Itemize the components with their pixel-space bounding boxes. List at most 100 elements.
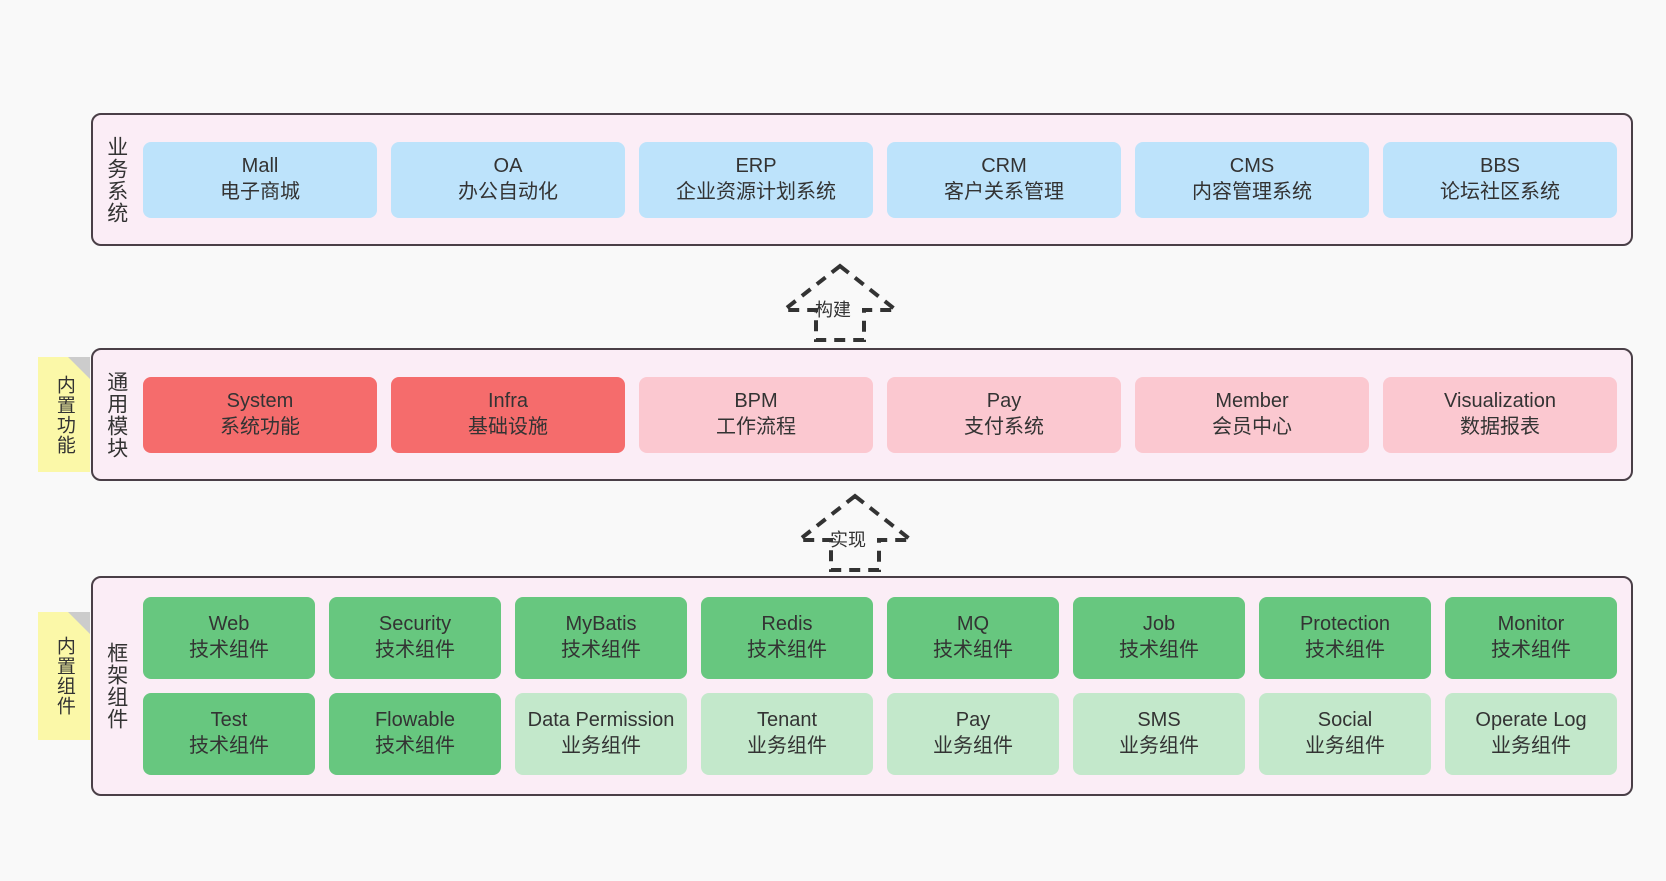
component-card-mq[interactable]: MQ 技术组件	[887, 597, 1059, 679]
component-card-title: Web	[208, 613, 250, 636]
module-card-title: BBS	[1479, 154, 1521, 177]
module-card-title: Infra	[487, 389, 529, 412]
module-card-cms[interactable]: CMS 内容管理系统	[1135, 141, 1369, 218]
module-card-subtitle: 工作流程	[716, 415, 796, 438]
module-card-subtitle: 会员中心	[1212, 415, 1292, 438]
layer-framework-component-title: 框架组件	[104, 642, 128, 730]
component-card-data-permission[interactable]: Data Permission 业务组件	[515, 693, 687, 775]
component-card-subtitle: 技术组件	[189, 735, 269, 757]
layer-framework-component-items: Web 技术组件 Security 技术组件 MyBatis 技术组件 Redi…	[139, 578, 1631, 794]
module-card-subtitle: 办公自动化	[458, 180, 558, 203]
component-card-subtitle: 技术组件	[189, 639, 269, 661]
module-card-visualization[interactable]: Visualization 数据报表	[1383, 376, 1617, 453]
component-card-title: MQ	[956, 613, 990, 636]
component-card-subtitle: 业务组件	[561, 735, 641, 757]
component-card-tenant[interactable]: Tenant 业务组件	[701, 693, 873, 775]
module-card-system[interactable]: System 系统功能	[143, 376, 377, 453]
module-card-subtitle: 数据报表	[1460, 415, 1540, 438]
component-card-title: Test	[210, 709, 248, 732]
module-card-crm[interactable]: CRM 客户关系管理	[887, 141, 1121, 218]
component-card-job[interactable]: Job 技术组件	[1073, 597, 1245, 679]
generalization-arrow-icon	[778, 263, 902, 342]
module-card-bbs[interactable]: BBS 论坛社区系统	[1383, 141, 1617, 218]
module-card-title: OA	[493, 154, 523, 177]
component-card-social[interactable]: Social 业务组件	[1259, 693, 1431, 775]
component-card-test[interactable]: Test 技术组件	[143, 693, 315, 775]
module-card-title: Mall	[241, 154, 279, 177]
module-card-member[interactable]: Member 会员中心	[1135, 376, 1369, 453]
layer-business-system-items: Mall 电子商城 OA 办公自动化 ERP 企业资源计划系统 CRM 客户关系…	[139, 115, 1631, 244]
component-card-protection[interactable]: Protection 技术组件	[1259, 597, 1431, 679]
layer-business-system-title: 业务系统	[104, 135, 128, 224]
component-card-title: MyBatis	[565, 613, 637, 636]
component-card-title: Flowable	[374, 709, 456, 732]
sticky-note-builtin-function: 内置功能	[38, 357, 90, 472]
layer-common-module-title: 通用模块	[104, 370, 128, 459]
module-card-subtitle: 基础设施	[468, 415, 548, 438]
component-card-subtitle: 业务组件	[933, 735, 1013, 757]
component-card-sms[interactable]: SMS 业务组件	[1073, 693, 1245, 775]
module-card-title: CMS	[1229, 154, 1275, 177]
module-card-title: Visualization	[1444, 389, 1556, 412]
module-card-title: BPM	[734, 389, 778, 412]
component-card-web[interactable]: Web 技术组件	[143, 597, 315, 679]
module-card-bpm[interactable]: BPM 工作流程	[639, 376, 873, 453]
component-card-subtitle: 技术组件	[375, 639, 455, 661]
component-card-title: Protection	[1299, 613, 1391, 636]
sticky-note-builtin-component: 内置组件	[38, 612, 90, 740]
component-card-subtitle: 技术组件	[933, 639, 1013, 661]
sticky-note-label: 内置组件	[53, 636, 75, 716]
component-card-subtitle: 业务组件	[747, 735, 827, 757]
generalization-arrow-icon	[793, 493, 917, 572]
module-card-title: System	[226, 389, 294, 412]
layer-business-system[interactable]: 业务系统 Mall 电子商城 OA 办公自动化 ERP 企业资源计划系统 CRM…	[91, 113, 1633, 246]
table-row: System 系统功能 Infra 基础设施 BPM 工作流程 Pay 支付系统…	[143, 376, 1617, 453]
module-card-erp[interactable]: ERP 企业资源计划系统	[639, 141, 873, 218]
module-card-subtitle: 支付系统	[964, 415, 1044, 438]
module-card-subtitle: 内容管理系统	[1192, 180, 1312, 203]
component-card-mybatis[interactable]: MyBatis 技术组件	[515, 597, 687, 679]
component-card-subtitle: 业务组件	[1491, 735, 1571, 757]
layer-common-module-items: System 系统功能 Infra 基础设施 BPM 工作流程 Pay 支付系统…	[139, 350, 1631, 479]
module-card-subtitle: 电子商城	[220, 180, 300, 203]
component-card-title: SMS	[1137, 709, 1181, 732]
component-card-title: Tenant	[756, 709, 818, 732]
component-card-subtitle: 技术组件	[375, 735, 455, 757]
component-card-flowable[interactable]: Flowable 技术组件	[329, 693, 501, 775]
component-card-title: Redis	[761, 613, 813, 636]
component-card-redis[interactable]: Redis 技术组件	[701, 597, 873, 679]
component-card-title: Data Permission	[527, 709, 675, 732]
component-card-title: Security	[378, 613, 452, 636]
module-card-title: Pay	[986, 389, 1022, 412]
module-card-mall[interactable]: Mall 电子商城	[143, 141, 377, 218]
component-card-title: Monitor	[1497, 613, 1565, 636]
component-card-title: Pay	[955, 709, 991, 732]
layer-framework-component[interactable]: 框架组件 Web 技术组件 Security 技术组件 MyBatis 技术组件…	[91, 576, 1633, 796]
component-card-monitor[interactable]: Monitor 技术组件	[1445, 597, 1617, 679]
table-row: Test 技术组件 Flowable 技术组件 Data Permission …	[143, 693, 1617, 775]
component-card-title: Job	[1142, 613, 1176, 636]
module-card-title: CRM	[981, 154, 1027, 177]
module-card-oa[interactable]: OA 办公自动化	[391, 141, 625, 218]
module-card-infra[interactable]: Infra 基础设施	[391, 376, 625, 453]
layer-common-module[interactable]: 通用模块 System 系统功能 Infra 基础设施 BPM 工作流程 Pay…	[91, 348, 1633, 481]
component-card-subtitle: 业务组件	[1305, 735, 1385, 757]
component-card-subtitle: 技术组件	[1491, 639, 1571, 661]
connector-implement-label: 实现	[830, 530, 866, 550]
table-row: Mall 电子商城 OA 办公自动化 ERP 企业资源计划系统 CRM 客户关系…	[143, 141, 1617, 218]
module-card-subtitle: 客户关系管理	[944, 180, 1064, 203]
connector-build: 构建	[760, 262, 920, 344]
component-card-subtitle: 技术组件	[561, 639, 641, 661]
module-card-pay[interactable]: Pay 支付系统	[887, 376, 1121, 453]
component-card-security[interactable]: Security 技术组件	[329, 597, 501, 679]
connector-implement: 实现	[775, 492, 935, 574]
component-card-pay[interactable]: Pay 业务组件	[887, 693, 1059, 775]
sticky-note-label: 内置功能	[53, 374, 75, 455]
connector-build-label: 构建	[815, 300, 851, 320]
component-card-subtitle: 技术组件	[1305, 639, 1385, 661]
module-card-subtitle: 论坛社区系统	[1440, 180, 1560, 203]
component-card-operate-log[interactable]: Operate Log 业务组件	[1445, 693, 1617, 775]
component-card-subtitle: 业务组件	[1119, 735, 1199, 757]
table-row: Web 技术组件 Security 技术组件 MyBatis 技术组件 Redi…	[143, 597, 1617, 679]
